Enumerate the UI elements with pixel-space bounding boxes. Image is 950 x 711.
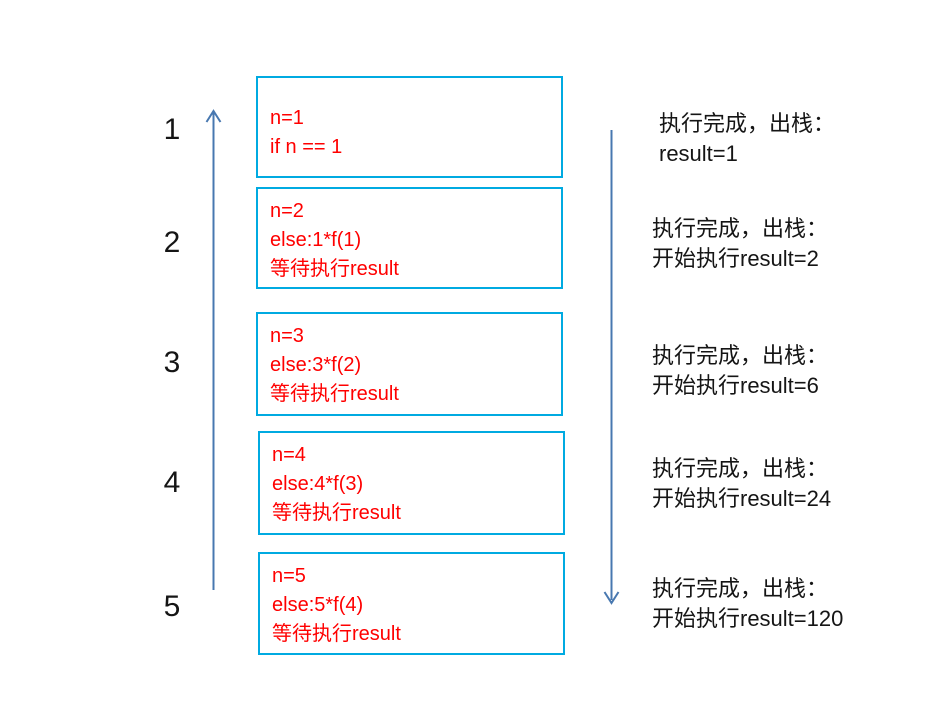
annotation-line-2: 开始执行result=6 (652, 373, 819, 398)
frame-line: 等待执行result (270, 258, 399, 280)
frame-line: n=4 (272, 444, 306, 466)
stack-level-label-4: 4 (163, 466, 181, 499)
frame-line: n=5 (272, 565, 306, 587)
annotation-line-1: 执行完成，出栈： (652, 456, 829, 481)
annotation-1: 执行完成，出栈： result=1 (659, 109, 835, 169)
stack-level-label-5: 5 (163, 590, 181, 623)
frame-line: else:1*f(1) (270, 229, 362, 251)
annotation-line-1: 执行完成，出栈： (652, 216, 829, 241)
frame-line: if n == 1 (270, 136, 343, 158)
frame-line: else:5*f(4) (272, 594, 364, 616)
annotation-line-1: 执行完成，出栈： (652, 576, 829, 601)
stack-level-label-2: 2 (163, 226, 181, 259)
down-arrow-icon (603, 130, 620, 605)
annotation-line-2: result=1 (659, 141, 738, 166)
annotation-line-1: 执行完成，出栈： (652, 343, 829, 368)
frame-line: n=3 (270, 325, 304, 347)
stack-frame-5: n=5 else:5*f(4) 等待执行result (258, 552, 565, 655)
frame-line: n=2 (270, 200, 304, 222)
annotation-3: 执行完成，出栈： 开始执行result=6 (652, 341, 828, 401)
stack-level-label-1: 1 (163, 113, 181, 146)
frame-line: else:4*f(3) (272, 473, 364, 495)
frame-line: else:3*f(2) (270, 354, 362, 376)
stack-frame-4: n=4 else:4*f(3) 等待执行result (258, 431, 565, 535)
annotation-5: 执行完成，出栈： 开始执行result=120 (652, 574, 843, 634)
stack-level-label-3: 3 (163, 346, 181, 379)
up-arrow-icon (205, 109, 222, 590)
annotation-line-2: 开始执行result=120 (652, 606, 844, 631)
annotation-4: 执行完成，出栈： 开始执行result=24 (652, 454, 831, 514)
stack-frame-3: n=3 else:3*f(2) 等待执行result (256, 312, 563, 416)
annotation-line-1: 执行完成，出栈： (659, 111, 836, 136)
frame-line: n=1 (270, 107, 304, 129)
annotation-2: 执行完成，出栈： 开始执行result=2 (652, 214, 828, 274)
frame-line: 等待执行result (272, 623, 401, 645)
annotation-line-2: 开始执行result=24 (652, 486, 832, 511)
stack-frame-2: n=2 else:1*f(1) 等待执行result (256, 187, 563, 289)
annotation-line-2: 开始执行result=2 (652, 246, 819, 271)
stack-frame-1: n=1 if n == 1 (256, 76, 563, 178)
frame-line: 等待执行result (272, 502, 401, 524)
frame-line: 等待执行result (270, 383, 399, 405)
